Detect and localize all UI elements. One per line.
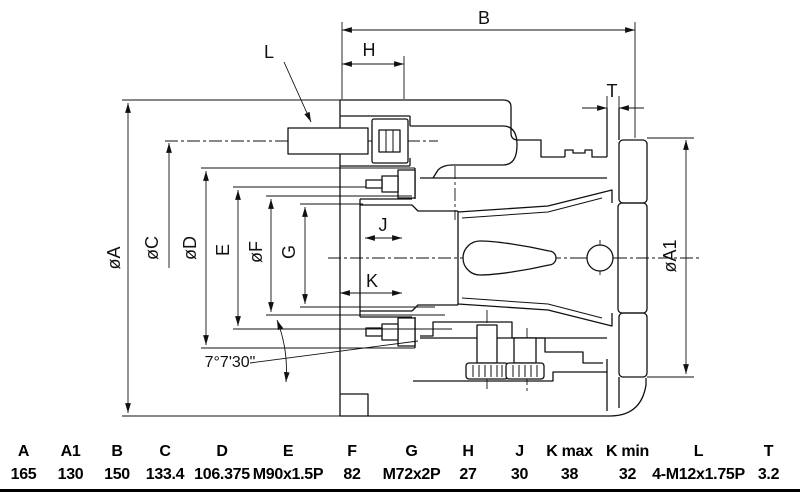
spec-header: H [462, 443, 474, 460]
dimension-lines [125, 27, 689, 413]
spec-header: F [347, 443, 357, 460]
dim-label-k: K [366, 271, 378, 291]
spec-header: A1 [60, 443, 81, 460]
spec-value: 4-M12x1.75P [652, 466, 745, 483]
spec-value: M72x2P [382, 466, 441, 483]
spec-col-c: C 133.4 [140, 441, 190, 489]
extension-lines [122, 22, 694, 417]
spec-value: 82 [343, 466, 361, 483]
dim-label-dia-c: øC [142, 236, 162, 260]
taper-angle-label: 7°7'30" [205, 354, 256, 371]
spec-value: 30 [510, 466, 529, 483]
spec-col-e: E M90x1.5P [252, 441, 324, 489]
dim-label-g: G [279, 245, 299, 259]
spec-value: 106.375 [194, 466, 250, 483]
spec-value: 32 [618, 466, 637, 483]
spec-col-h: H 27 [441, 441, 495, 489]
spec-col-a1: A1 130 [47, 441, 94, 489]
dim-label-h: H [363, 40, 376, 60]
spec-value: 27 [459, 466, 477, 483]
part-outline [287, 99, 648, 417]
dim-label-dia-d: øD [180, 236, 200, 260]
spec-col-a: A 165 [0, 441, 47, 489]
technical-drawing: B H L T J K øA øC øD E øF G øA1 7°7'30" [104, 8, 702, 417]
spec-value: M90x1.5P [252, 466, 324, 483]
spec-header: T [763, 443, 774, 460]
spec-header: L [693, 443, 704, 460]
spec-header: E [282, 443, 294, 460]
spec-col-kmin: K min 32 [595, 441, 660, 489]
spec-col-b: B 150 [94, 441, 140, 489]
dim-label-dia-a: øA [104, 246, 124, 269]
spec-col-d: D 106.375 [190, 441, 254, 489]
dim-label-j: J [379, 215, 388, 235]
spec-header: K max [546, 443, 593, 460]
spec-value: 3.2 [757, 466, 780, 483]
spec-col-g: G M72x2P [382, 441, 441, 489]
spec-table: A 165 A1 130 B 150 C 133.4 D 106.375 E M… [0, 441, 800, 492]
spec-col-kmax: K max 38 [544, 441, 595, 489]
spec-header: A [17, 443, 30, 460]
spec-col-f: F 82 [322, 441, 382, 489]
dim-label-dia-a1: øA1 [660, 239, 680, 272]
spec-value: 150 [104, 466, 130, 483]
dim-label-l: L [264, 42, 274, 62]
spec-header: B [111, 443, 123, 460]
spec-value: 38 [560, 466, 579, 483]
spec-value: 133.4 [145, 466, 185, 483]
dim-label-dia-f: øF [246, 241, 266, 263]
spec-header: K min [606, 443, 649, 460]
spec-header: J [515, 443, 524, 460]
spec-value: 130 [57, 466, 84, 483]
spec-header: D [216, 443, 228, 460]
dimension-labels: B H L T J K øA øC øD E øF G øA1 7°7'30" [104, 8, 680, 371]
spec-col-t: T 3.2 [737, 441, 800, 489]
spec-col-j: J 30 [495, 441, 544, 489]
spec-header: C [159, 443, 171, 460]
spec-value: 165 [10, 466, 37, 483]
dim-label-b: B [478, 8, 490, 28]
spec-col-l: L 4-M12x1.75P [652, 441, 745, 489]
spec-header: G [405, 443, 418, 460]
dim-label-t: T [607, 81, 618, 101]
dim-label-e: E [213, 244, 233, 256]
